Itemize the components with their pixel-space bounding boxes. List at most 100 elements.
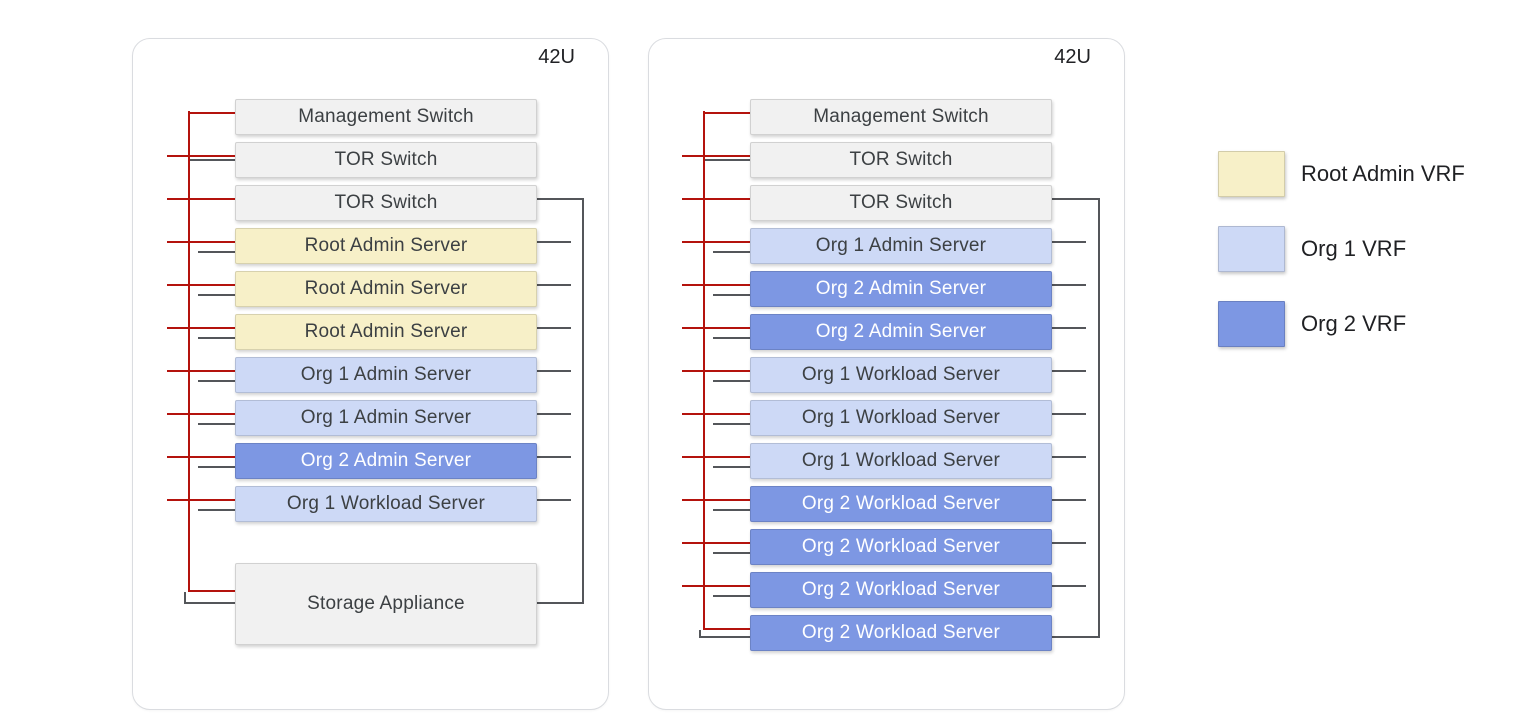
mgmt-link — [682, 327, 750, 329]
data-link — [1050, 413, 1086, 415]
unit-label: Org 1 Admin Server — [815, 235, 987, 256]
unit-org-2-workload-server: Org 2 Workload Server — [750, 572, 1052, 608]
unit-label: Org 2 Workload Server — [801, 579, 1001, 600]
unit-label: Org 2 Admin Server — [815, 278, 987, 299]
data-link — [535, 198, 584, 200]
mgmt-link — [703, 628, 750, 630]
unit-label: Org 2 Admin Server — [815, 321, 987, 342]
rack-capacity-label: 42U — [538, 46, 575, 68]
unit-label: TOR Switch — [849, 149, 953, 170]
data-link — [535, 370, 571, 372]
mgmt-link — [167, 370, 235, 372]
legend-item-org-2-vrf: Org 2 VRF — [1218, 301, 1407, 347]
unit-org-2-workload-server: Org 2 Workload Server — [750, 615, 1052, 651]
unit-label: TOR Switch — [849, 192, 953, 213]
data-link — [1050, 198, 1100, 200]
mgmt-link — [682, 585, 750, 587]
data-link — [1050, 456, 1086, 458]
unit-tor-switch: TOR Switch — [235, 185, 537, 221]
unit-org-2-admin-server: Org 2 Admin Server — [750, 271, 1052, 307]
legend-item-root-admin-vrf: Root Admin VRF — [1218, 151, 1465, 197]
mgmt-link — [167, 198, 235, 200]
data-link — [713, 423, 750, 425]
unit-management-switch: Management Switch — [235, 99, 537, 135]
unit-org-1-workload-server: Org 1 Workload Server — [750, 357, 1052, 393]
unit-org-1-admin-server: Org 1 Admin Server — [235, 400, 537, 436]
data-link — [535, 284, 571, 286]
unit-label: Org 1 Workload Server — [801, 364, 1001, 385]
data-link — [713, 552, 750, 554]
unit-org-1-admin-server: Org 1 Admin Server — [235, 357, 537, 393]
mgmt-link — [682, 284, 750, 286]
mgmt-link — [188, 112, 235, 114]
data-link — [713, 380, 750, 382]
data-link — [703, 159, 750, 161]
unit-tor-switch: TOR Switch — [235, 142, 537, 178]
legend-item-org-1-vrf: Org 1 VRF — [1218, 226, 1407, 272]
legend-label: Org 1 VRF — [1301, 236, 1407, 261]
unit-org-2-workload-server: Org 2 Workload Server — [750, 529, 1052, 565]
mgmt-link — [167, 327, 235, 329]
data-link — [184, 602, 235, 604]
unit-label: TOR Switch — [334, 192, 438, 213]
unit-root-admin-server: Root Admin Server — [235, 271, 537, 307]
mgmt-link — [682, 413, 750, 415]
unit-org-2-workload-server: Org 2 Workload Server — [750, 486, 1052, 522]
unit-label: Org 1 Admin Server — [300, 364, 472, 385]
unit-label: Org 2 Workload Server — [801, 536, 1001, 557]
data-link — [713, 509, 750, 511]
data-link — [535, 241, 571, 243]
data-link — [198, 294, 235, 296]
data-link — [198, 423, 235, 425]
unit-label: Org 2 Workload Server — [801, 493, 1001, 514]
unit-label: Org 2 Admin Server — [300, 450, 472, 471]
unit-org-1-workload-server: Org 1 Workload Server — [235, 486, 537, 522]
data-trunk — [1098, 198, 1100, 638]
data-link — [1050, 241, 1086, 243]
mgmt-link — [188, 590, 235, 592]
data-link — [535, 602, 584, 604]
data-link — [198, 380, 235, 382]
data-link — [198, 466, 235, 468]
mgmt-link — [167, 284, 235, 286]
unit-root-admin-server: Root Admin Server — [235, 314, 537, 350]
unit-management-switch: Management Switch — [750, 99, 1052, 135]
mgmt-link — [167, 155, 235, 157]
legend-label: Root Admin VRF — [1301, 161, 1465, 186]
data-link — [713, 466, 750, 468]
data-link — [535, 499, 571, 501]
unit-label: TOR Switch — [334, 149, 438, 170]
mgmt-link — [167, 499, 235, 501]
unit-org-1-admin-server: Org 1 Admin Server — [750, 228, 1052, 264]
data-link — [1050, 370, 1086, 372]
unit-label: Root Admin Server — [304, 278, 468, 299]
data-link — [1050, 499, 1086, 501]
data-link — [699, 630, 701, 638]
unit-org-2-admin-server: Org 2 Admin Server — [750, 314, 1052, 350]
mgmt-link — [682, 542, 750, 544]
mgmt-link — [167, 241, 235, 243]
legend-swatch-root-admin-vrf — [1218, 151, 1285, 197]
mgmt-link — [167, 456, 235, 458]
unit-label: Org 1 Workload Server — [801, 407, 1001, 428]
mgmt-link — [682, 241, 750, 243]
data-trunk — [582, 198, 584, 604]
data-link — [198, 509, 235, 511]
data-link — [184, 592, 186, 604]
unit-label: Storage Appliance — [307, 593, 465, 614]
data-link — [713, 251, 750, 253]
unit-label: Org 1 Admin Server — [300, 407, 472, 428]
data-link — [535, 456, 571, 458]
data-link — [1050, 327, 1086, 329]
mgmt-link — [703, 112, 750, 114]
mgmt-link — [167, 413, 235, 415]
data-link — [713, 294, 750, 296]
unit-root-admin-server: Root Admin Server — [235, 228, 537, 264]
unit-storage-appliance: Storage Appliance — [235, 563, 537, 645]
unit-label: Org 1 Workload Server — [801, 450, 1001, 471]
mgmt-link — [682, 198, 750, 200]
unit-label: Root Admin Server — [304, 235, 468, 256]
unit-org-1-workload-server: Org 1 Workload Server — [750, 400, 1052, 436]
legend-label: Org 2 VRF — [1301, 311, 1407, 336]
unit-label: Root Admin Server — [304, 321, 468, 342]
